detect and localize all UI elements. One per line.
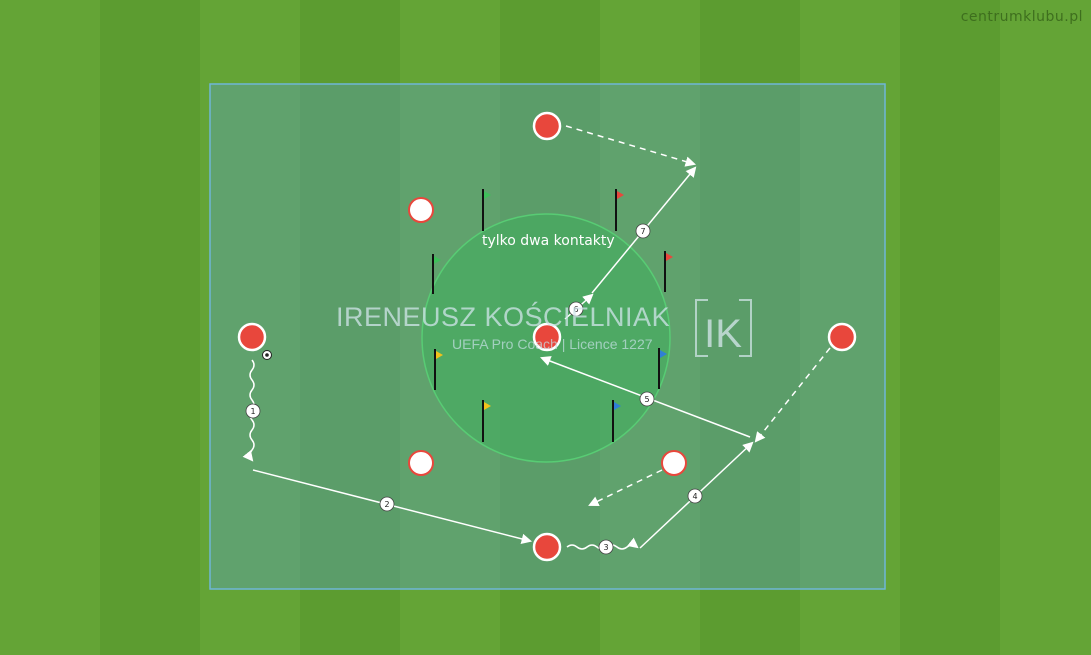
pass-badge-7: 7 <box>635 223 651 239</box>
watermark-subtitle: UEFA Pro Coach | Licence 1227 <box>452 336 653 352</box>
pass-badge-4: 4 <box>687 488 703 504</box>
flag-green-left <box>432 254 441 294</box>
svg-text:4: 4 <box>692 492 697 501</box>
player-upper-left <box>408 197 434 223</box>
flag-yellow-bottom <box>482 400 491 442</box>
run-bottom-right <box>588 469 663 507</box>
watermark-name: IRENEUSZ KOŚCIELNIAK <box>336 302 671 332</box>
pass-badge-2: 2 <box>379 496 395 512</box>
player-lower-left <box>408 450 434 476</box>
players <box>237 111 857 562</box>
svg-text:3: 3 <box>603 543 608 552</box>
pass-badge-3: 3 <box>598 539 614 555</box>
drill-label: tylko dwa kontakty <box>482 233 615 249</box>
player-right <box>827 322 857 352</box>
player-bottom <box>532 532 562 562</box>
flag-yellow-left <box>434 349 443 390</box>
player-top <box>532 111 562 141</box>
watermark-logo-frame <box>695 299 752 357</box>
player-left <box>237 322 267 352</box>
flag-red-right <box>664 251 673 292</box>
flag-blue-right <box>658 348 667 389</box>
ball-icon <box>262 350 272 360</box>
svg-text:1: 1 <box>250 407 255 416</box>
player-center <box>532 322 562 352</box>
site-watermark: centrumklubu.pl <box>960 9 1083 25</box>
pass-badge-5: 5 <box>639 391 655 407</box>
svg-text:2: 2 <box>384 500 389 509</box>
player-lower-right <box>661 450 687 476</box>
flag-red-top <box>615 189 624 231</box>
watermark-logo: IK <box>704 312 742 356</box>
pass-badge-1: 1 <box>245 403 261 419</box>
flag-green-top <box>482 189 491 231</box>
svg-text:6: 6 <box>573 305 578 314</box>
svg-text:7: 7 <box>640 227 645 236</box>
svg-text:5: 5 <box>644 395 649 404</box>
run-right <box>754 347 831 443</box>
flag-blue-bottom <box>612 400 621 442</box>
pass-badge-6: 6 <box>568 301 584 317</box>
run-top <box>565 125 697 167</box>
